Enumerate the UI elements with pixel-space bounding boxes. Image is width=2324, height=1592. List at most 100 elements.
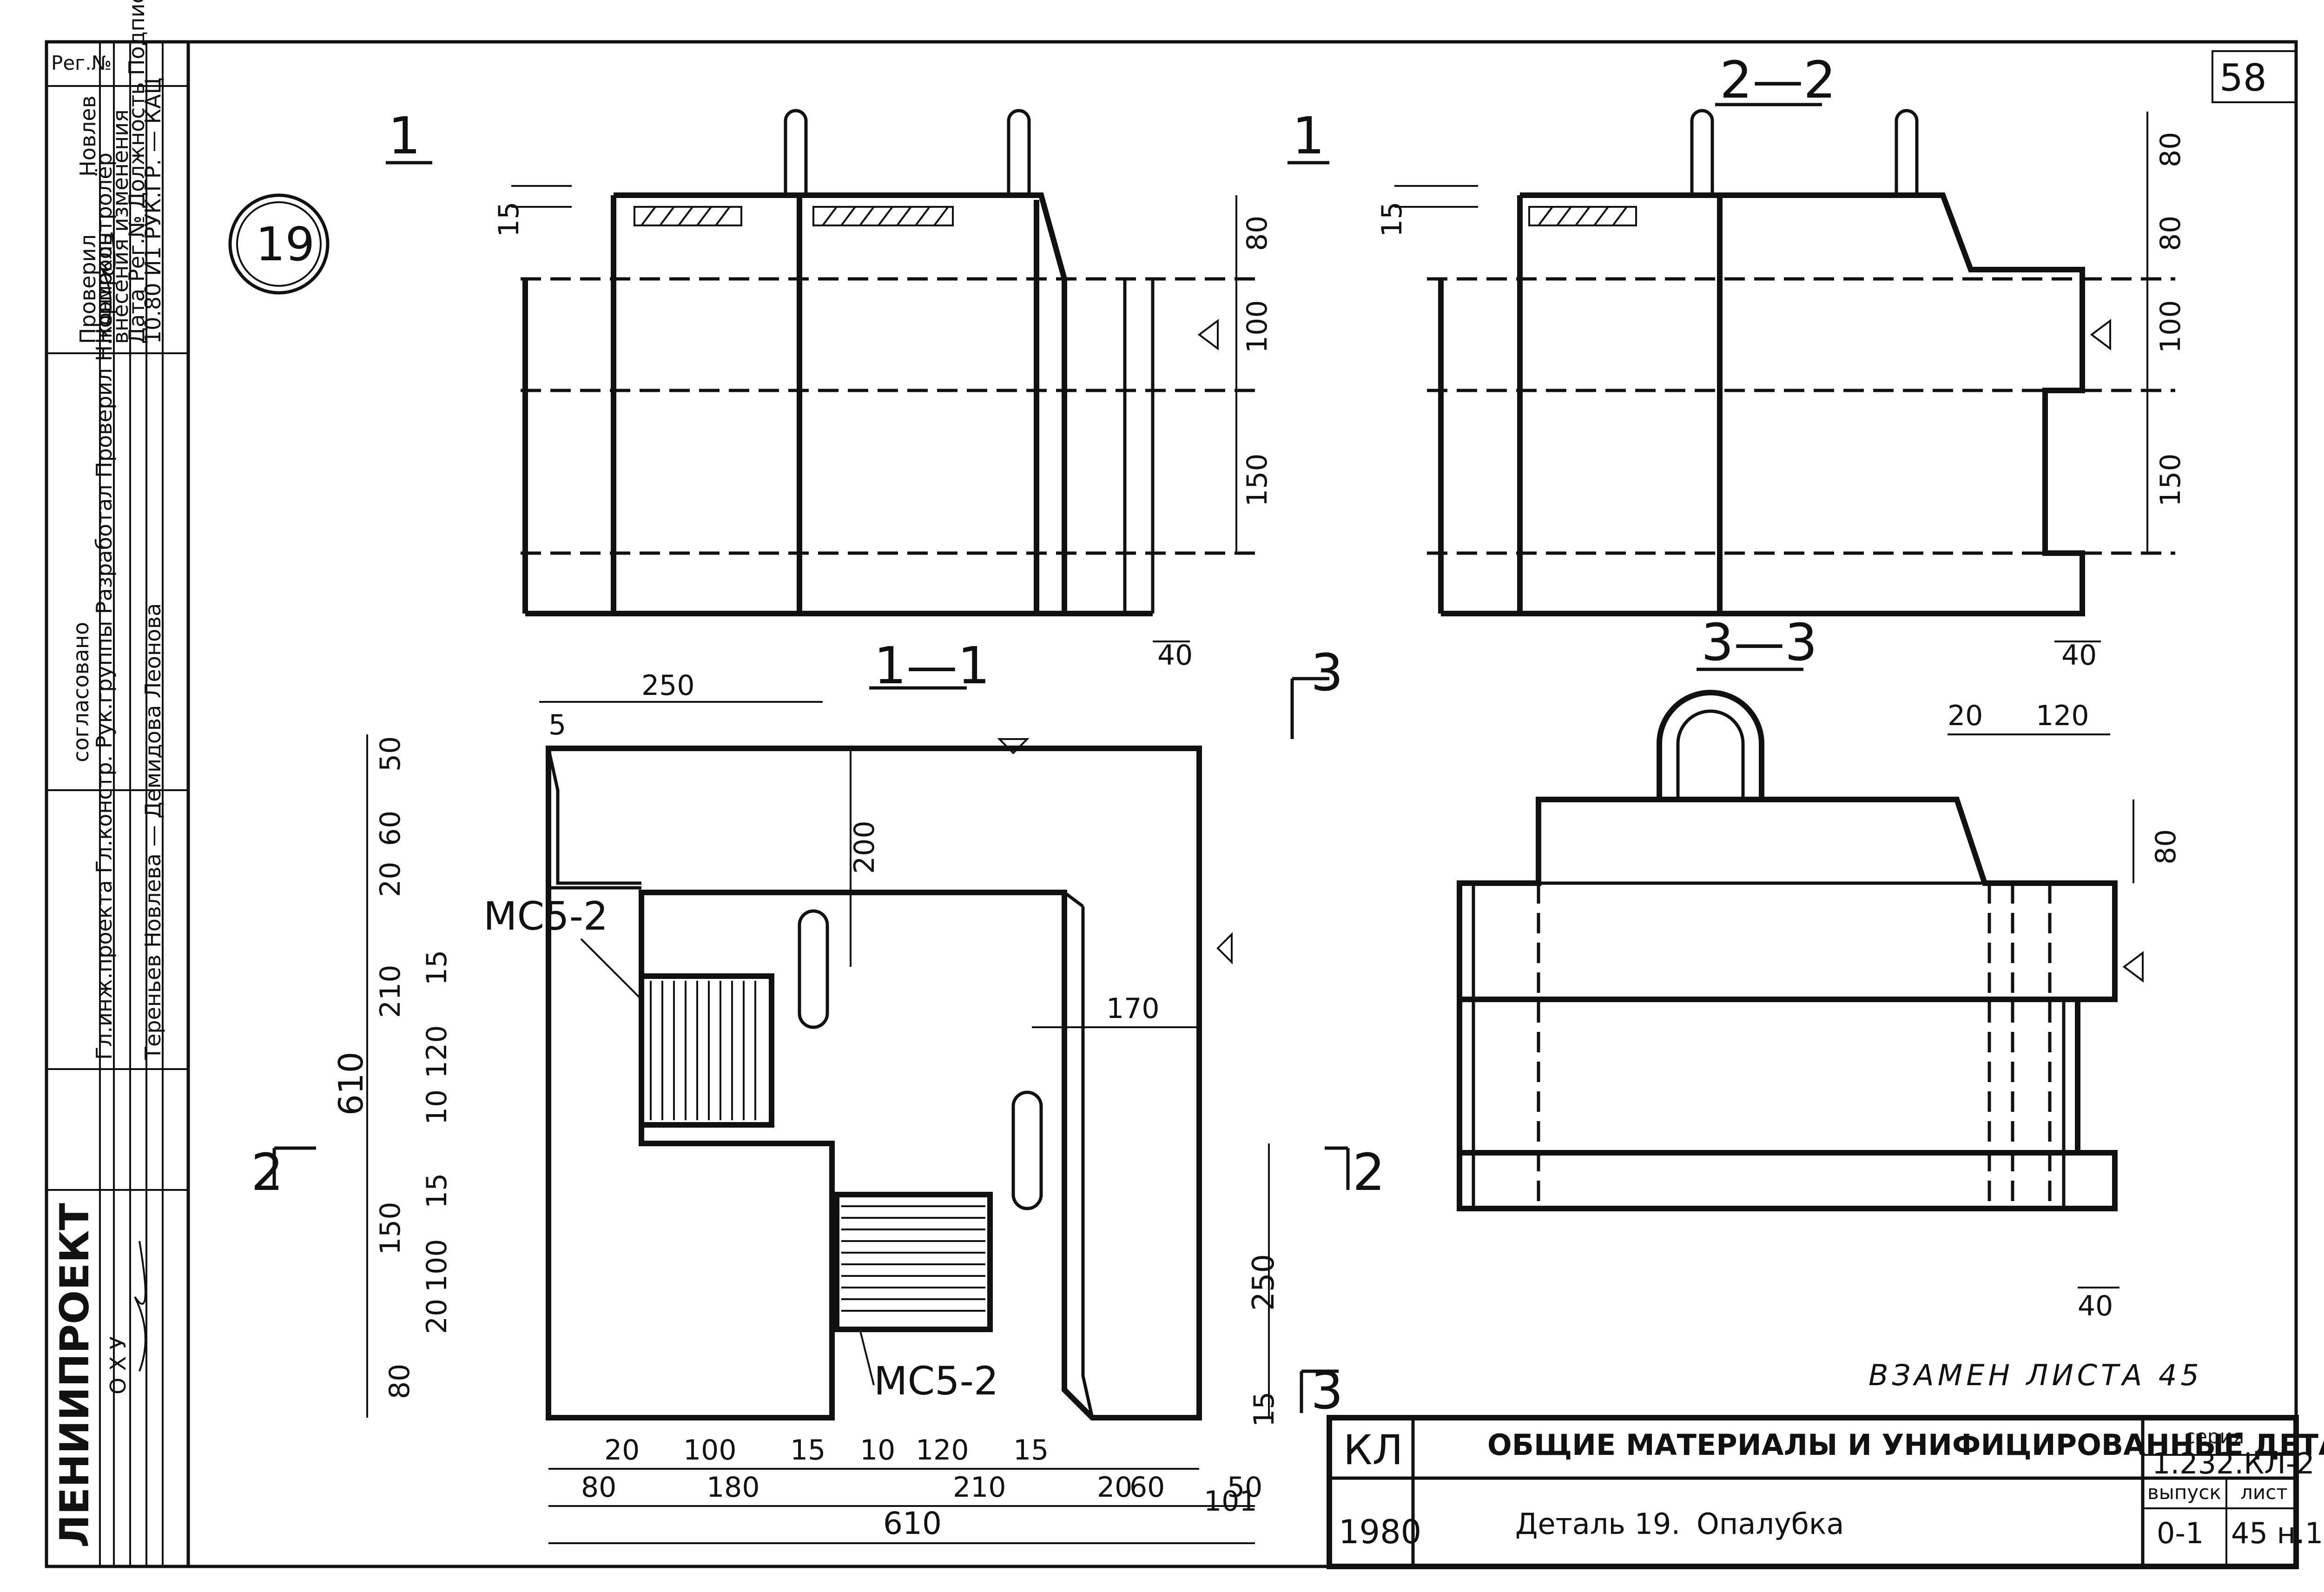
- dim-2-2-80b: 80: [2154, 216, 2187, 251]
- cut-2-left: 2: [251, 1143, 284, 1202]
- section-2-2: 2—2 15 80 80 100 150 40: [1376, 50, 2187, 672]
- detail-marker: 19: [228, 193, 330, 295]
- tb-series-label: серия: [2185, 1425, 2244, 1448]
- dim-b-60: 60: [1129, 1471, 1165, 1504]
- dim-plan-170: 170: [1106, 992, 1160, 1025]
- detail-number: 19: [256, 217, 315, 271]
- dim-plan-10: 10: [421, 1090, 453, 1125]
- section-3-3-title: 3—3: [1701, 613, 1817, 672]
- roles-list: Гл.инж.проекта Гл.констр. Рук.группы Раз…: [92, 233, 117, 1060]
- tb-year: 1980: [1339, 1513, 1421, 1551]
- dim-2-2-40: 40: [2061, 639, 2097, 672]
- dim-3-3-40: 40: [2078, 1290, 2113, 1322]
- checked-label: Проверил: [75, 234, 100, 344]
- changes-label: внесения изменения: [108, 109, 133, 344]
- dim-b-120: 120: [916, 1434, 969, 1466]
- dim-3-3-80: 80: [2150, 829, 2182, 865]
- sheet-corner: 58: [2212, 50, 2297, 103]
- plan-view: 3 250 5 200 610 50 60 20 210: [251, 643, 1385, 1544]
- dim-b-20c: 20: [1097, 1471, 1132, 1504]
- tb-subtitle-2: Опалубка: [1697, 1507, 1844, 1541]
- dim-2-2-100: 100: [2154, 300, 2187, 353]
- org-name: ЛЕНИИПРОЕКТ: [52, 1203, 98, 1548]
- tb-issue-label: выпуск: [2147, 1481, 2221, 1504]
- embedded-plate-mc5-2-lower: [834, 1192, 993, 1332]
- dim-plan-200: 200: [848, 820, 881, 874]
- dim-2-2-15: 15: [1376, 202, 1408, 237]
- signature-mark: [134, 1241, 146, 1372]
- section-1-1-title: 1—1: [874, 636, 990, 695]
- dim-3-3-120: 120: [2036, 700, 2089, 732]
- dim-2-2-150: 150: [2154, 453, 2187, 507]
- section-3-3: 3—3 20 120 80 40: [1457, 613, 2182, 1322]
- label-mc5-2-bottom: МС5-2: [874, 1358, 998, 1404]
- dim-3-3-20: 20: [1948, 700, 1983, 732]
- dim-b-50: 50: [1227, 1471, 1262, 1504]
- lifting-loop-elevation: [1657, 690, 1764, 799]
- names-list: Тереньев Новлева — Демидова Леонова: [140, 603, 165, 1060]
- cut-3-top: 3: [1311, 643, 1343, 702]
- cut-1-right: 1: [1292, 106, 1325, 165]
- dim-plan-610: 610: [331, 1052, 370, 1116]
- tb-subtitle: Деталь 19.: [1515, 1507, 1680, 1541]
- dim-plan-120: 120: [421, 1025, 453, 1078]
- section-2-2-title: 2—2: [1720, 50, 1836, 110]
- novlev-label: Новлев: [75, 95, 100, 177]
- title-block: КЛ 1980 ОБЩИЕ МАТЕРИАЛЫ И УНИФИЦИРОВАННЫ…: [1327, 1415, 2324, 1569]
- dim-b-180: 180: [706, 1471, 760, 1504]
- embedded-plate-mc5-2-upper: [639, 973, 774, 1128]
- tb-series: 1.232.КЛ-2: [2152, 1447, 2315, 1480]
- dim-plan-80: 80: [383, 1364, 416, 1399]
- dim-plan-50: 50: [374, 736, 407, 772]
- cut-2-right: 2: [1353, 1143, 1385, 1202]
- tb-kl: КЛ: [1343, 1426, 1403, 1474]
- tb-issue: 0-1: [2157, 1516, 2204, 1550]
- dim-1-1-15: 15: [493, 202, 525, 237]
- dim-b-210: 210: [953, 1471, 1006, 1504]
- dim-plan-20b: 20: [421, 1299, 453, 1334]
- dim-plan-20: 20: [374, 862, 407, 897]
- dim-b-15b: 15: [1013, 1434, 1049, 1466]
- label-mc5-2-top: МС5-2: [483, 893, 608, 939]
- dim-b-80: 80: [581, 1471, 616, 1504]
- agreed-label: согласовано: [68, 622, 93, 762]
- cut-1-left: 1: [388, 106, 421, 165]
- tb-sheet-label: лист: [2240, 1481, 2288, 1504]
- change-columns: Дата Рег.№ Должность Подпись Фамилия: [124, 0, 149, 344]
- dim-b-15: 15: [790, 1434, 825, 1466]
- dim-1-1-80: 80: [1241, 216, 1274, 251]
- dim-plan-210: 210: [374, 964, 407, 1018]
- lifting-loop: [784, 109, 808, 195]
- dim-b-610: 610: [883, 1506, 942, 1541]
- sheet-corner-number: 58: [2219, 56, 2267, 99]
- replaces-note: ВЗАМЕН ЛИСТА 45: [1868, 1358, 2203, 1392]
- dim-plan-15a: 15: [421, 950, 453, 985]
- dim-plan-15c: 15: [1248, 1392, 1281, 1427]
- section-1-1: 1 1 15 80 100 150 40 1—1: [386, 106, 1329, 695]
- reg-label: Рег.№: [51, 52, 112, 74]
- dim-plan-15b: 15: [421, 1173, 453, 1209]
- signature-mark: [101, 232, 116, 326]
- dim-b-20: 20: [604, 1434, 640, 1466]
- dim-b-100: 100: [683, 1434, 737, 1466]
- okhu-label: О Х У: [106, 1336, 131, 1394]
- dim-plan-250: 250: [641, 669, 695, 702]
- dim-plan-100: 100: [421, 1239, 453, 1292]
- cut-3-bottom: 3: [1311, 1361, 1343, 1420]
- norm-label: Нормоконтролёр: [92, 152, 117, 344]
- dim-plan-150: 150: [374, 1202, 407, 1255]
- dim-1-1-40: 40: [1157, 639, 1193, 672]
- side-stamp: Рег.№ ЛЕНИИПРОЕКТ согласовано Проверил Н…: [45, 0, 190, 1568]
- dim-b-10: 10: [860, 1434, 895, 1466]
- dim-plan-250b: 250: [1247, 1254, 1281, 1311]
- dim-1-1-150: 150: [1241, 453, 1274, 507]
- lifting-loop: [1007, 109, 1031, 195]
- dim-b-101: 101: [1204, 1485, 1257, 1518]
- dim-plan-5: 5: [548, 709, 566, 741]
- dim-2-2-80a: 80: [2154, 132, 2187, 167]
- dim-plan-60: 60: [374, 811, 407, 846]
- lifting-loop: [1690, 109, 1714, 195]
- dim-1-1-100: 100: [1241, 300, 1274, 353]
- lifting-loop: [1895, 109, 1919, 195]
